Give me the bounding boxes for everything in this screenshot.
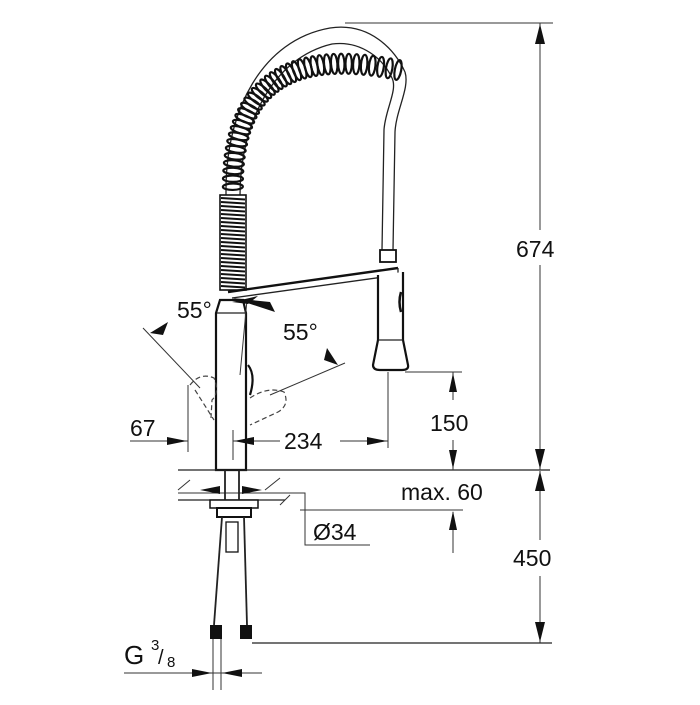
handle-offset-label: 67: [130, 415, 156, 441]
connection-denominator: 8: [167, 654, 175, 671]
dim-handle-offset: [130, 385, 189, 452]
supply-hoses: [210, 470, 252, 639]
dim-connection: [124, 639, 262, 690]
angle-indicator-top: [232, 296, 275, 312]
spout-tube: [379, 71, 407, 263]
faucet-body: [214, 298, 254, 472]
dim-counter-thickness: [300, 509, 463, 553]
handle-rotation-dashed: [189, 375, 287, 426]
spray-head: [371, 272, 410, 372]
connection-prefix: G: [124, 640, 144, 670]
hole-diameter-label: Ø34: [313, 519, 357, 545]
connection-slash: /: [158, 647, 164, 669]
spray-clearance-label: 150: [430, 410, 468, 436]
dim-spout-reach: [232, 372, 389, 460]
angle-indicator-left: [142, 322, 201, 389]
dim-total-height: [345, 22, 553, 470]
handle-angle-label: 55°: [283, 319, 318, 345]
below-counter-label: 450: [513, 545, 551, 571]
spring-coil: [219, 26, 406, 291]
counter-thickness-label: max. 60: [401, 479, 483, 505]
total-height-label: 674: [516, 236, 555, 262]
spout-arm: [227, 266, 399, 299]
angle-indicator-right: [269, 348, 346, 396]
dim-hole-diameter: [285, 492, 370, 546]
countertop: [177, 469, 550, 518]
spout-reach-label: 234: [284, 428, 323, 454]
dim-spray-clearance: [405, 371, 462, 470]
connection-numerator: 3: [151, 637, 159, 654]
dim-below-counter: [252, 471, 552, 644]
swivel-angle-label: 55°: [177, 297, 212, 323]
